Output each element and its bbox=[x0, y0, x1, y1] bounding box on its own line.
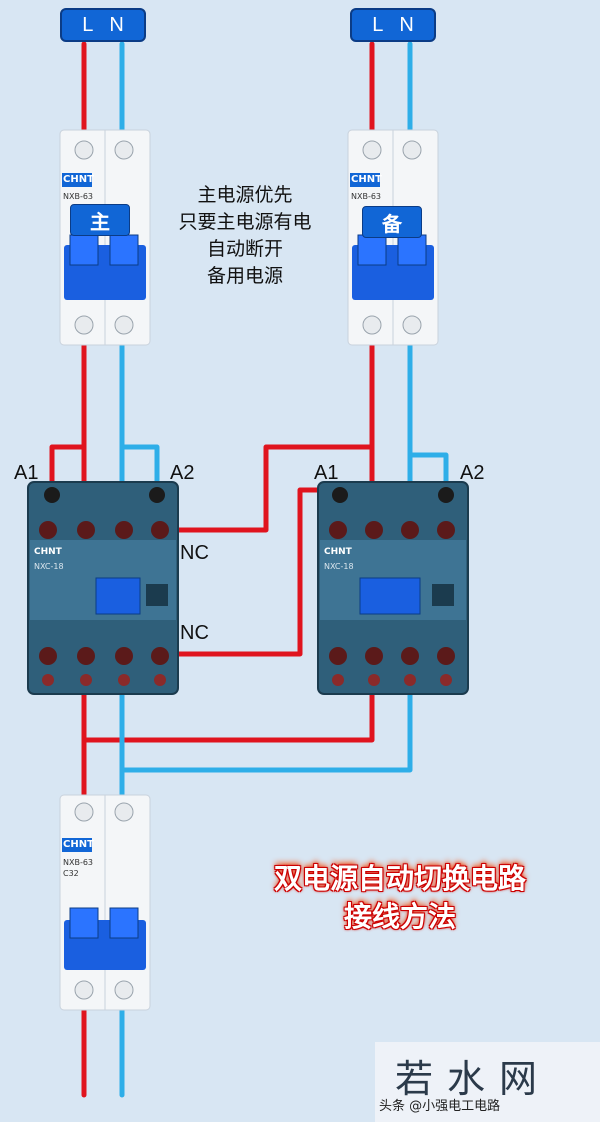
backup-breaker-model: NXB-63 bbox=[351, 192, 382, 201]
right-contactor-model: NXC-18 bbox=[324, 562, 354, 571]
output-breaker-model: NXB-63 bbox=[63, 858, 94, 867]
supply-left-box: L N bbox=[60, 8, 146, 42]
title-line-1: 双电源自动切换电路 bbox=[273, 862, 526, 895]
main-breaker-label: 主 bbox=[70, 204, 130, 236]
supply-right-n: N bbox=[399, 13, 414, 36]
output-breaker-body bbox=[59, 794, 151, 1011]
main-breaker-model: NXB-63 bbox=[63, 192, 94, 201]
supply-left-n: N bbox=[109, 13, 124, 36]
watermark: 若水网 头条 @小强电工电路 bbox=[375, 1042, 600, 1122]
wire-left-a2 bbox=[119, 444, 160, 496]
main-breaker-body bbox=[59, 129, 151, 346]
left-a1-label: A1 bbox=[14, 462, 39, 484]
supply-left-l: L bbox=[82, 13, 94, 36]
note-line-2: 只要主电源有电 bbox=[178, 211, 312, 233]
wire-right-a2 bbox=[407, 452, 449, 496]
supply-right-box: L N bbox=[350, 8, 436, 42]
wire-left-a1 bbox=[49, 444, 87, 496]
left-contactor-body bbox=[27, 481, 179, 695]
right-contactor-body bbox=[317, 481, 469, 695]
left-contactor-model: NXC-18 bbox=[34, 562, 64, 571]
left-a2-label: A2 bbox=[170, 462, 195, 484]
watermark-text: 若水网 bbox=[395, 1057, 552, 1101]
left-nc-top-label: NC bbox=[180, 542, 209, 564]
backup-breaker-brand: CHNT bbox=[351, 174, 382, 185]
note-line-4: 备用电源 bbox=[206, 265, 283, 287]
watermark-credit: 头条 @小强电工电路 bbox=[379, 1099, 501, 1114]
left-contactor-brand: CHNT bbox=[34, 547, 62, 557]
main-breaker-brand: CHNT bbox=[63, 174, 94, 185]
note-line-1: 主电源优先 bbox=[197, 184, 293, 206]
supply-right-l: L bbox=[372, 13, 384, 36]
output-breaker-rating: C32 bbox=[63, 869, 79, 878]
right-contactor-brand: CHNT bbox=[324, 547, 352, 557]
note-line-3: 自动断开 bbox=[206, 238, 283, 260]
output-breaker-brand: CHNT bbox=[63, 839, 94, 850]
right-a1-label: A1 bbox=[314, 462, 339, 484]
wire-out-neutral-right bbox=[119, 657, 413, 773]
diagram-title: 双电源自动切换电路 接线方法 bbox=[240, 860, 560, 936]
title-line-2: 接线方法 bbox=[343, 900, 456, 933]
left-nc-bottom-label: NC bbox=[180, 622, 209, 644]
wire-nc-top bbox=[157, 444, 375, 533]
backup-breaker-label: 备 bbox=[362, 206, 422, 238]
priority-note: 主电源优先 只要主电源有电 自动断开 备用电源 bbox=[160, 182, 330, 290]
right-a2-label: A2 bbox=[460, 462, 485, 484]
